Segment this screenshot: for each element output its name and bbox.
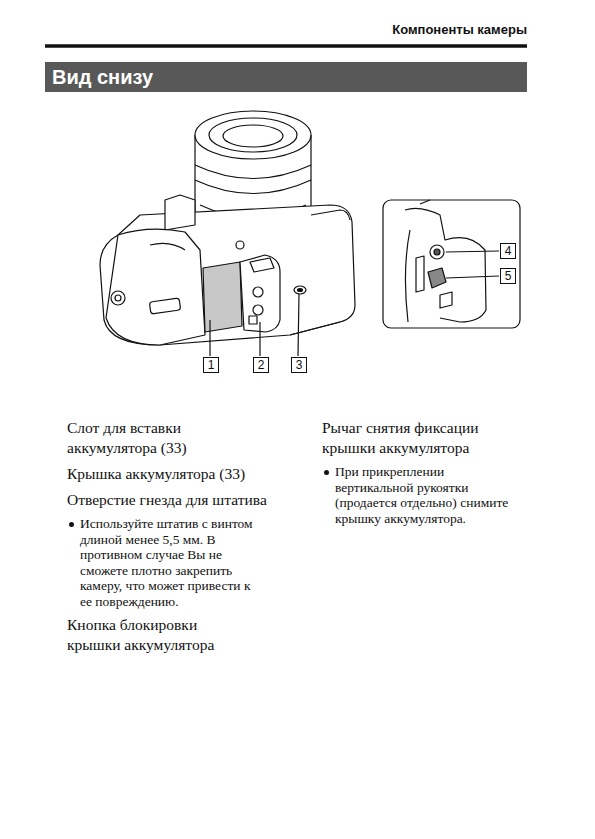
running-header: Компоненты камеры xyxy=(392,22,527,37)
note: Используйте штатив с винтом длиной менее… xyxy=(67,516,302,609)
note: При прикреплении вертикальной рукоятки (… xyxy=(322,464,522,526)
callout-number: 4 xyxy=(500,243,516,259)
part-name: Отверстие гнезда для штатива xyxy=(67,490,267,510)
callout-number: 3 xyxy=(291,357,307,373)
part-name: Кнопка блокировки крышки аккумулятора xyxy=(67,615,242,655)
title-band: Вид снизу xyxy=(45,62,527,92)
callout-number-text: 3 xyxy=(296,358,303,372)
callout-number: 5 xyxy=(500,268,516,284)
note-text: Используйте штатив с винтом длиной менее… xyxy=(80,516,265,609)
note-text: При прикреплении вертикальной рукоятки (… xyxy=(335,464,520,526)
part-name: Рычаг снятия фиксации крышки аккумулятор… xyxy=(322,418,522,458)
callout-number-text: 1 xyxy=(208,358,215,372)
callout-number-text: 4 xyxy=(505,244,512,258)
part-name: Крышка аккумулятора (33) xyxy=(67,464,302,484)
callout-number: 2 xyxy=(253,357,269,373)
section-title: Вид снизу xyxy=(52,66,153,88)
description-column: Рычаг снятия фиксации крышки аккумулятор… xyxy=(322,418,522,532)
callout-number: 1 xyxy=(203,357,219,373)
description-column: Слот для вставки аккумулятора (33) Крышка… xyxy=(67,418,302,661)
bullet-dot xyxy=(69,522,74,527)
callout-number-text: 2 xyxy=(258,358,265,372)
callout-number-text: 5 xyxy=(505,269,512,283)
part-name: Слот для вставки аккумулятора (33) xyxy=(67,418,242,458)
bullet-dot xyxy=(324,470,329,475)
